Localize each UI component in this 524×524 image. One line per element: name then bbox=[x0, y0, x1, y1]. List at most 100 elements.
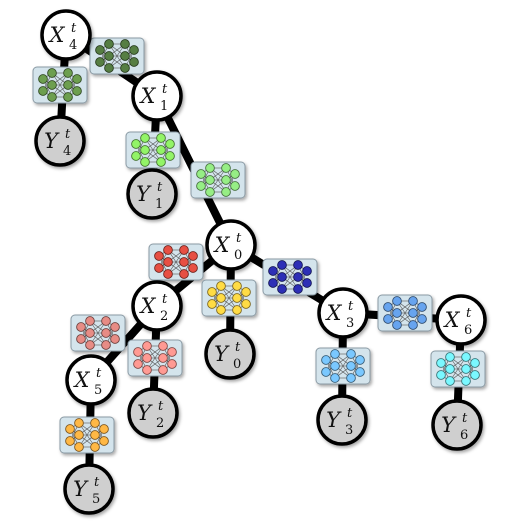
node-letter: Y bbox=[136, 182, 152, 206]
node-superscript: t bbox=[162, 292, 168, 307]
neuron bbox=[85, 328, 95, 338]
neuron bbox=[408, 296, 418, 306]
neuron bbox=[302, 266, 312, 276]
node-superscript: t bbox=[466, 306, 472, 321]
neuron bbox=[277, 284, 287, 294]
neuron bbox=[72, 86, 82, 96]
neuron bbox=[101, 340, 111, 350]
neuron bbox=[142, 341, 152, 351]
neuron bbox=[104, 51, 114, 61]
neuron bbox=[110, 334, 120, 344]
neuron bbox=[268, 278, 278, 288]
neuron bbox=[90, 418, 100, 428]
neuron bbox=[95, 45, 105, 55]
neural-network-box-x2-x5 bbox=[70, 314, 126, 352]
neural-network-box-x5-y5 bbox=[59, 416, 115, 454]
neuron bbox=[392, 296, 402, 306]
neuron bbox=[293, 272, 303, 282]
neuron bbox=[188, 263, 198, 273]
neural-network-box-x1-y1 bbox=[125, 131, 181, 169]
neuron bbox=[321, 355, 331, 365]
neuron bbox=[158, 353, 168, 363]
neuron bbox=[196, 181, 206, 191]
node-letter: Y bbox=[326, 408, 342, 432]
neuron bbox=[205, 187, 215, 197]
node-subscript: 1 bbox=[155, 197, 163, 212]
node-superscript: t bbox=[236, 231, 242, 246]
neuron bbox=[47, 68, 57, 78]
node-superscript: t bbox=[158, 399, 164, 414]
neuron bbox=[158, 365, 168, 375]
node-subscript: 6 bbox=[464, 323, 472, 338]
edges-layer bbox=[56, 31, 465, 493]
neural-network-box-x3-x6 bbox=[377, 294, 433, 332]
neuron bbox=[165, 139, 175, 149]
neuron bbox=[156, 145, 166, 155]
node-subscript: 2 bbox=[156, 416, 164, 431]
neural-network-box-x6-y6 bbox=[430, 350, 486, 388]
node-letter: Y bbox=[137, 401, 153, 425]
neuron bbox=[133, 347, 143, 357]
neuron bbox=[65, 436, 75, 446]
neuron bbox=[355, 367, 365, 377]
neuron bbox=[101, 316, 111, 326]
neuron bbox=[205, 163, 215, 173]
neuron bbox=[179, 269, 189, 279]
neuron bbox=[461, 352, 471, 362]
neural-network-box-x0-x3 bbox=[262, 258, 318, 296]
neuron bbox=[63, 80, 73, 90]
node-subscript: 0 bbox=[234, 248, 242, 263]
neuron bbox=[232, 281, 242, 291]
neuron bbox=[216, 305, 226, 315]
neuron bbox=[445, 352, 455, 362]
neural-network-box-x4-y4 bbox=[32, 66, 88, 104]
neuron bbox=[142, 365, 152, 375]
neuron bbox=[230, 181, 240, 191]
neuron bbox=[436, 370, 446, 380]
neuron bbox=[129, 45, 139, 55]
neural-network-box-x0-y0 bbox=[201, 279, 257, 317]
neuron bbox=[129, 57, 139, 67]
neuron bbox=[417, 314, 427, 324]
node-superscript: t bbox=[348, 299, 354, 314]
neuron bbox=[330, 373, 340, 383]
neuron bbox=[302, 278, 312, 288]
neuron bbox=[47, 80, 57, 90]
neural-network-box-x1-x0 bbox=[190, 161, 246, 199]
neuron bbox=[120, 39, 130, 49]
neuron bbox=[330, 361, 340, 371]
neuron bbox=[154, 251, 164, 261]
neuron bbox=[268, 266, 278, 276]
node-letter: X bbox=[73, 368, 91, 392]
neuron bbox=[205, 175, 215, 185]
neuron bbox=[188, 251, 198, 261]
neuron bbox=[63, 68, 73, 78]
neuron bbox=[95, 57, 105, 67]
neuron bbox=[196, 169, 206, 179]
neuron bbox=[383, 314, 393, 324]
node-superscript: t bbox=[71, 21, 77, 36]
node-superscript: t bbox=[235, 340, 241, 355]
neural-network-box-x4-x1 bbox=[89, 37, 145, 75]
neuron bbox=[179, 245, 189, 255]
neuron bbox=[216, 293, 226, 303]
neuron bbox=[293, 260, 303, 270]
neuron bbox=[74, 418, 84, 428]
neuron bbox=[156, 157, 166, 167]
neuron bbox=[417, 302, 427, 312]
neuron bbox=[131, 151, 141, 161]
neuron bbox=[63, 92, 73, 102]
neural-network-box-x0-x2 bbox=[148, 243, 204, 281]
neuron bbox=[131, 139, 141, 149]
node-letter: X bbox=[213, 233, 231, 257]
node-superscript: t bbox=[157, 180, 163, 195]
neuron bbox=[207, 287, 217, 297]
node-subscript: 4 bbox=[69, 38, 77, 53]
